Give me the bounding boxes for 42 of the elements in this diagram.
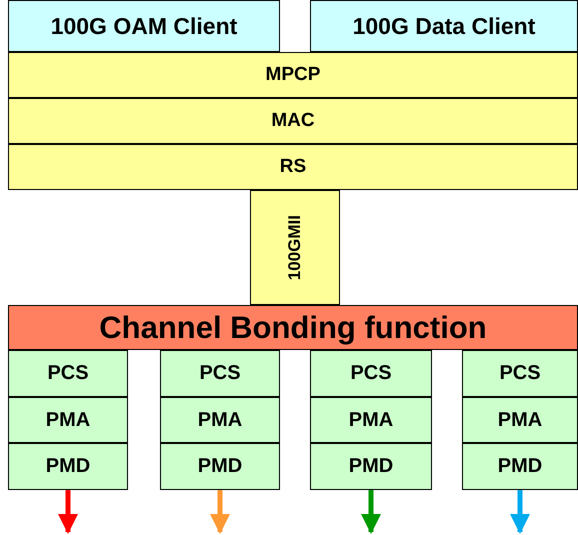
layer-box bbox=[8, 144, 578, 190]
sublayer-box bbox=[160, 396, 280, 444]
sublayer-box bbox=[8, 396, 128, 444]
sublayer-box bbox=[462, 350, 578, 397]
layer-label: PMD bbox=[46, 455, 90, 478]
sublayer-box bbox=[310, 443, 432, 490]
layer-label: PMA bbox=[498, 408, 542, 432]
arrow bbox=[58, 490, 78, 534]
layer-label: 100GMII bbox=[285, 214, 305, 280]
interface-box bbox=[250, 190, 340, 305]
sublayer-box bbox=[462, 396, 578, 444]
layer-label: Channel Bonding function bbox=[99, 310, 487, 346]
layer-label: PMA bbox=[46, 408, 90, 432]
sublayer-box bbox=[8, 350, 128, 397]
layer-label: 100G OAM Client bbox=[50, 12, 238, 40]
layer-label: MAC bbox=[271, 110, 315, 132]
sublayer-box bbox=[462, 443, 578, 490]
layer-box bbox=[8, 52, 578, 98]
sublayer-box bbox=[160, 443, 280, 490]
arrow bbox=[361, 490, 381, 534]
layer-label: PMD bbox=[198, 455, 242, 478]
client-box bbox=[310, 0, 578, 52]
layer-label: PCS bbox=[199, 362, 241, 385]
sublayer-box bbox=[160, 350, 280, 397]
layer-label: PMD bbox=[348, 455, 394, 478]
client-box bbox=[8, 0, 280, 52]
sublayer-box bbox=[310, 396, 432, 444]
arrow bbox=[210, 490, 230, 534]
layer-label: PMD bbox=[498, 455, 542, 478]
layer-label: RS bbox=[280, 156, 306, 178]
layer-label: PCS bbox=[350, 362, 392, 385]
layer-label: MPCP bbox=[266, 64, 320, 86]
layer-box bbox=[8, 98, 578, 144]
layer-label: PMA bbox=[198, 408, 242, 432]
function-box bbox=[8, 305, 578, 350]
layer-label: PMA bbox=[348, 408, 394, 432]
layer-label: 100G Data Client bbox=[352, 12, 536, 40]
layer-label: PCS bbox=[47, 362, 89, 385]
sublayer-box bbox=[8, 443, 128, 490]
layer-label: PCS bbox=[499, 362, 541, 385]
arrow bbox=[510, 490, 530, 534]
sublayer-box bbox=[310, 350, 432, 397]
